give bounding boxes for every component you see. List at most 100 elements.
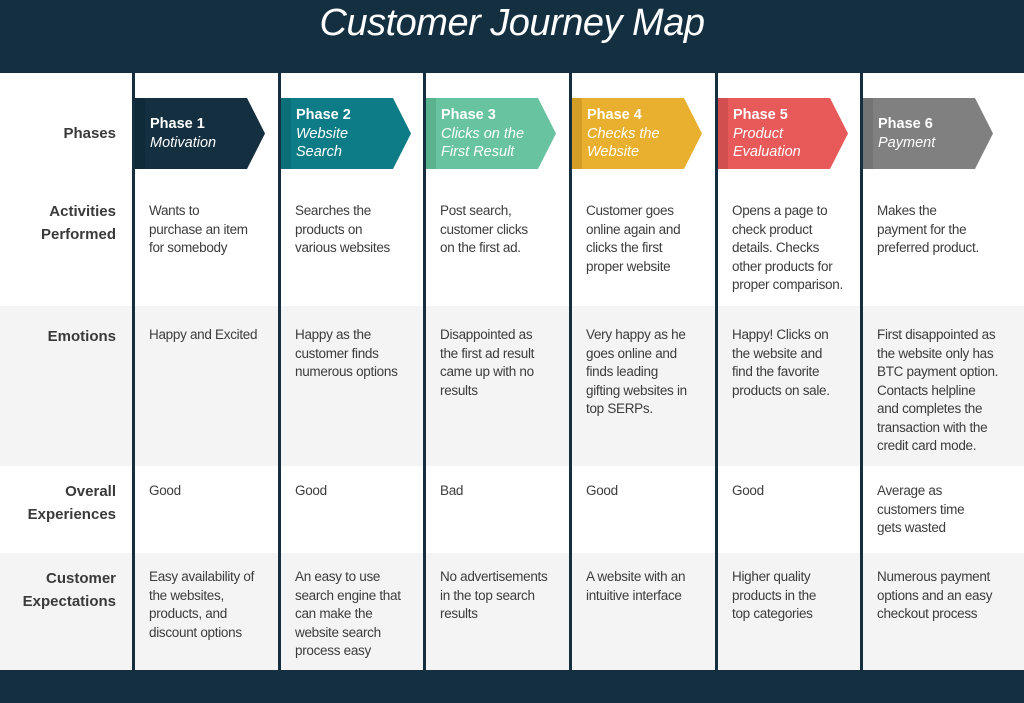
cell-line: Good [295, 483, 327, 498]
chevron-shape [135, 98, 265, 169]
phase-subtitle: First Result [441, 144, 515, 160]
phase-subtitle: Payment [878, 134, 936, 151]
phase-label: Phase 6 [878, 116, 933, 132]
column-divider [569, 73, 572, 670]
overall-cell: Good [295, 482, 421, 501]
cell-line: results [440, 382, 478, 398]
cell-line: online again and [586, 221, 681, 237]
cell-line: numerous options [295, 364, 398, 379]
cell-line: customer clicks [440, 221, 528, 237]
phase-label: Phase 4 [587, 107, 642, 123]
row-label-line: Expectations [22, 593, 116, 610]
cell-line: gifting websites in [586, 382, 687, 398]
cell-line: Good [149, 483, 181, 498]
phase-label: Phase 3 [441, 107, 496, 123]
cell-line: proper website [586, 258, 671, 274]
row-label-line: Overall [65, 483, 116, 500]
overall-cell: Good [732, 482, 858, 501]
cell-line: Contacts helpline [877, 382, 976, 398]
row-label-activities: Activities Performed [0, 200, 116, 246]
chevron-band [135, 98, 145, 169]
overall-cell: Bad [440, 482, 566, 501]
phase-subtitle: Website [587, 144, 640, 160]
phase-subtitle: Search [296, 144, 342, 160]
row-expectations: Customer Expectations [0, 553, 1024, 670]
cell-line: payment for the [877, 221, 967, 237]
cell-line: website search [295, 624, 381, 640]
phase-subtitle: Motivation [150, 134, 217, 151]
cell-line: can make the [295, 606, 373, 621]
cell-line: Very happy as he [586, 327, 686, 342]
cell-line: the first ad result [440, 345, 535, 361]
chevron-shape [863, 98, 993, 169]
row-label-line: Experiences [27, 506, 116, 523]
row-activities: Activities Performed [0, 190, 1024, 306]
column-divider [715, 73, 718, 670]
row-label-overall: Overall Experiences [0, 480, 116, 526]
cell-line: products on sale. [732, 382, 830, 398]
cell-line: Customer goes [586, 203, 674, 218]
chevron-band [863, 98, 873, 169]
column-divider [860, 73, 863, 670]
chevron-shape [281, 98, 411, 169]
cell-line: Disappointed as [440, 327, 533, 342]
row-label-line: Activities [49, 203, 116, 220]
chevron-shape [572, 98, 702, 169]
footer-bar [0, 670, 1024, 703]
row-emotions: Emotions [0, 306, 1024, 466]
cell-line: and completes the [877, 401, 983, 416]
cell-line: Happy as the [295, 327, 371, 342]
cell-line: results [440, 606, 478, 621]
cell-line: goes online and [586, 345, 677, 361]
cell-line: find the favorite [732, 364, 820, 379]
row-label-emotions: Emotions [47, 328, 116, 345]
cell-line: process easy [295, 643, 371, 658]
cell-line: various websites [295, 240, 390, 255]
chevron-band [718, 98, 728, 169]
row-label-line: Performed [40, 226, 116, 243]
cell-line: Happy and Excited [149, 327, 258, 342]
cell-line: top categories [732, 606, 813, 621]
cell-line: First disappointed as [877, 327, 996, 342]
cell-line: proper comparison. [732, 277, 843, 292]
cell-line: Numerous payment [877, 569, 991, 584]
cell-line: BTC payment option. [877, 364, 999, 379]
phase-subtitle: Website [296, 125, 349, 142]
cell-line: checkout process [877, 606, 978, 621]
cell-line: the websites, [149, 587, 224, 603]
cell-line: the website and [732, 345, 823, 361]
cell-line: in the top search [440, 587, 535, 603]
cell-line: gets wasted [877, 520, 946, 535]
cell-line: products, and [149, 606, 227, 621]
cell-line: products on [295, 221, 363, 237]
overall-cell: Good [149, 482, 275, 501]
cell-line: preferred product. [877, 240, 979, 255]
row-label-line: Customer [45, 570, 116, 587]
chevron-band [426, 98, 436, 169]
row-overall: Overall Experiences [0, 466, 1024, 553]
chevron-band [281, 98, 291, 169]
cell-line: Bad [440, 483, 464, 498]
cell-line: Easy availability of [149, 569, 255, 584]
cell-line: for somebody [149, 240, 228, 255]
title-banner: Customer Journey Map [0, 0, 1024, 73]
phase-label: Phase 2 [296, 107, 351, 123]
cell-line: An easy to use [295, 569, 381, 584]
page-title: Customer Journey Map [319, 2, 705, 44]
cell-line: Searches the [295, 203, 371, 218]
column-divider [132, 73, 135, 670]
